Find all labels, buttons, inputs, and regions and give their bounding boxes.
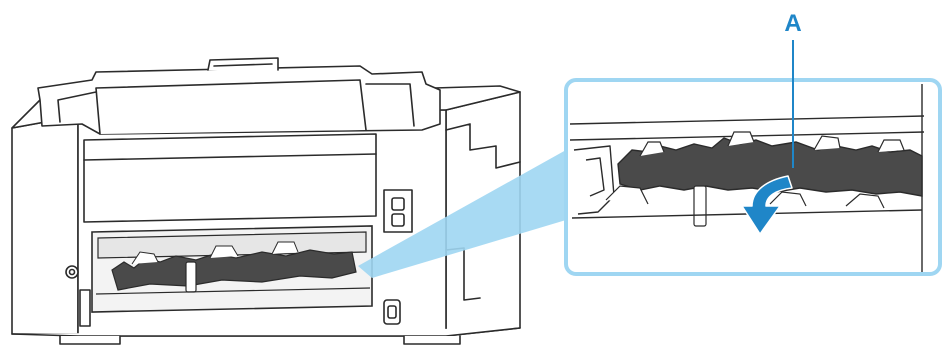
rear-feed-opening [92, 226, 372, 312]
callout-label-a: A [778, 10, 808, 38]
zoom-callout [566, 40, 940, 274]
